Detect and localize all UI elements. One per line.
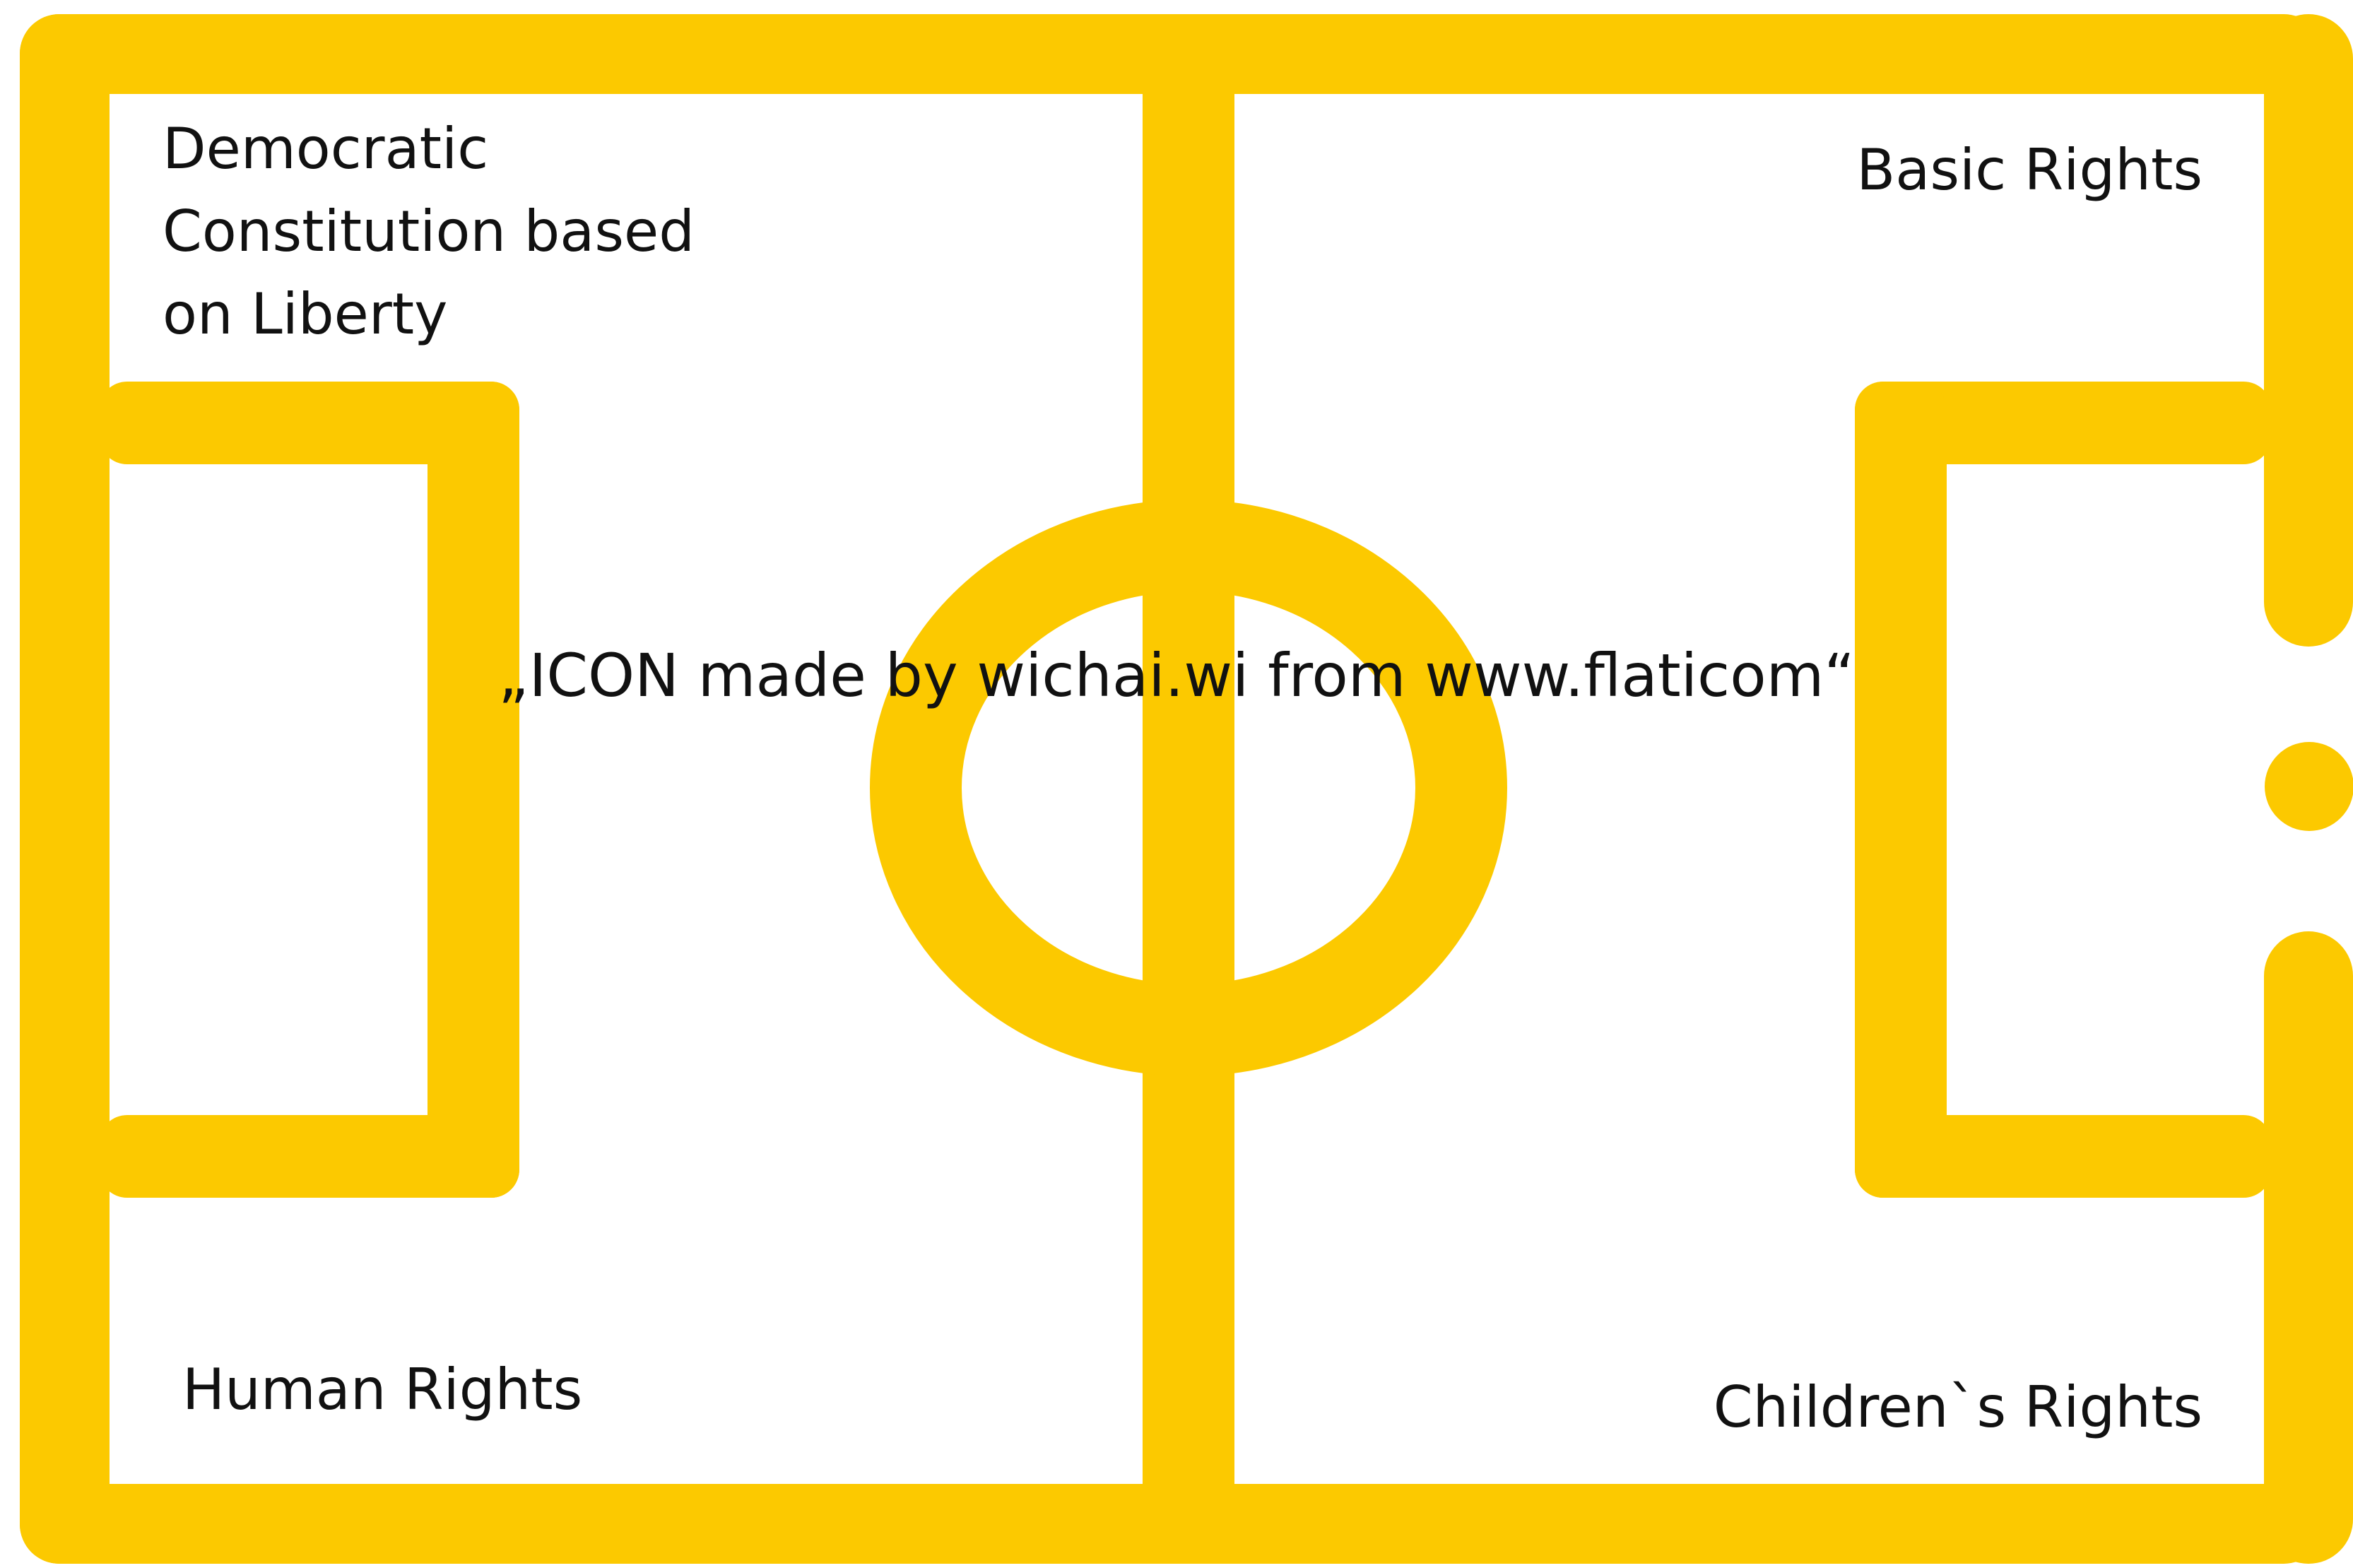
pitch-halfway-line (1143, 28, 1234, 1548)
left-penalty-box-bottom (99, 1115, 519, 1198)
pitch-left-boundary (20, 14, 110, 1564)
pitch-right-boundary-lower (2264, 931, 2353, 1564)
right-penalty-box-side (1855, 382, 1947, 1198)
pitch-right-spot (2265, 742, 2353, 831)
label-basic-rights: Basic Rights (1856, 137, 2202, 203)
label-human-rights: Human Rights (182, 1357, 583, 1422)
label-childrens-rights: Children`s Rights (1713, 1374, 2202, 1440)
centre-circle (870, 500, 1507, 1076)
right-penalty-box-bottom (1855, 1115, 2272, 1198)
pitch-right-boundary-upper (2264, 14, 2353, 647)
icon-credit-text: „ICON made by wichai.wi from www.flatico… (498, 641, 1855, 710)
label-democratic-constitution: Democratic Constitution based on Liberty (163, 116, 695, 347)
right-penalty-box-top (1855, 382, 2272, 464)
left-penalty-box-top (99, 382, 519, 464)
left-penalty-box-side (427, 382, 519, 1198)
